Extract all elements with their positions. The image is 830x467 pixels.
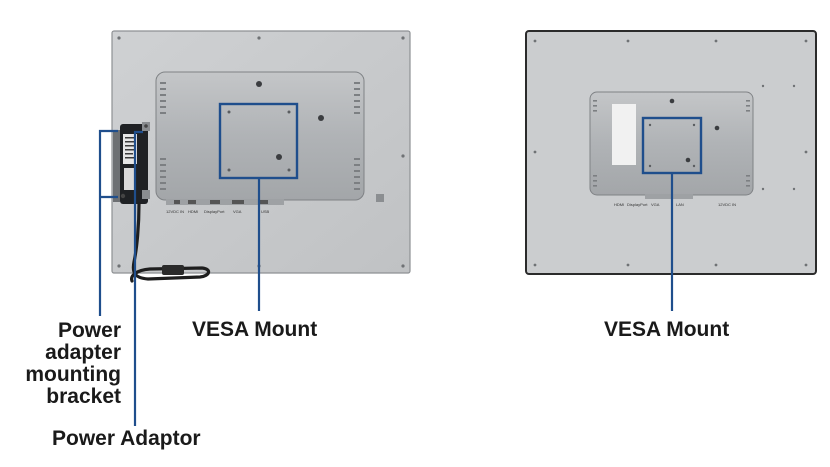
label-vesa-mount-right: VESA Mount <box>604 318 730 341</box>
right-monitor-back: HDMI DisplayPort VGA LAN 12VDC IN <box>525 30 817 275</box>
callout-lines <box>98 129 674 426</box>
right-port-label: HDMI <box>614 202 624 207</box>
callout-power-adaptor <box>133 130 143 426</box>
callout-bracket <box>98 129 118 316</box>
left-box-vents-left <box>160 82 166 190</box>
right-label-sticker <box>612 104 636 165</box>
label-bracket-line: mounting <box>25 363 121 386</box>
left-box-screws <box>256 81 324 160</box>
left-vesa-holes <box>227 110 291 172</box>
left-port-label: DisplayPort <box>204 209 225 214</box>
left-io-ports <box>174 200 268 204</box>
right-port-label: DisplayPort <box>627 202 648 207</box>
label-bracket-line: bracket <box>46 385 121 408</box>
right-panel-screws <box>533 39 808 267</box>
left-port-label: HDMI <box>188 209 198 214</box>
right-port-label: LAN <box>676 202 684 207</box>
label-bracket-line: adapter <box>45 341 121 364</box>
cable-ferrite <box>162 265 184 275</box>
label-bracket-line: Power <box>57 319 121 342</box>
left-box-vents-right <box>354 82 360 190</box>
left-monitor-back: 12VDC IN HDMI DisplayPort VGA USB <box>111 30 411 283</box>
left-port-label: VGA <box>233 209 242 214</box>
left-mount-tab <box>376 194 384 202</box>
left-port-label: 12VDC IN <box>166 209 184 214</box>
right-vesa-holes <box>648 123 696 168</box>
right-box-vents <box>593 100 750 187</box>
left-io-strip <box>166 199 284 205</box>
left-port-label: USB <box>261 209 270 214</box>
right-io-strip <box>645 194 693 199</box>
label-vesa-mount-left: VESA Mount <box>192 318 318 341</box>
label-power-adapter-bracket: Power adapter mounting bracket <box>12 320 121 408</box>
label-power-adaptor: Power Adaptor <box>52 427 201 450</box>
right-port-label: VGA <box>651 202 660 207</box>
right-port-label: 12VDC IN <box>718 202 736 207</box>
power-adapter-bracket <box>113 122 150 204</box>
right-box-screws <box>669 98 720 163</box>
